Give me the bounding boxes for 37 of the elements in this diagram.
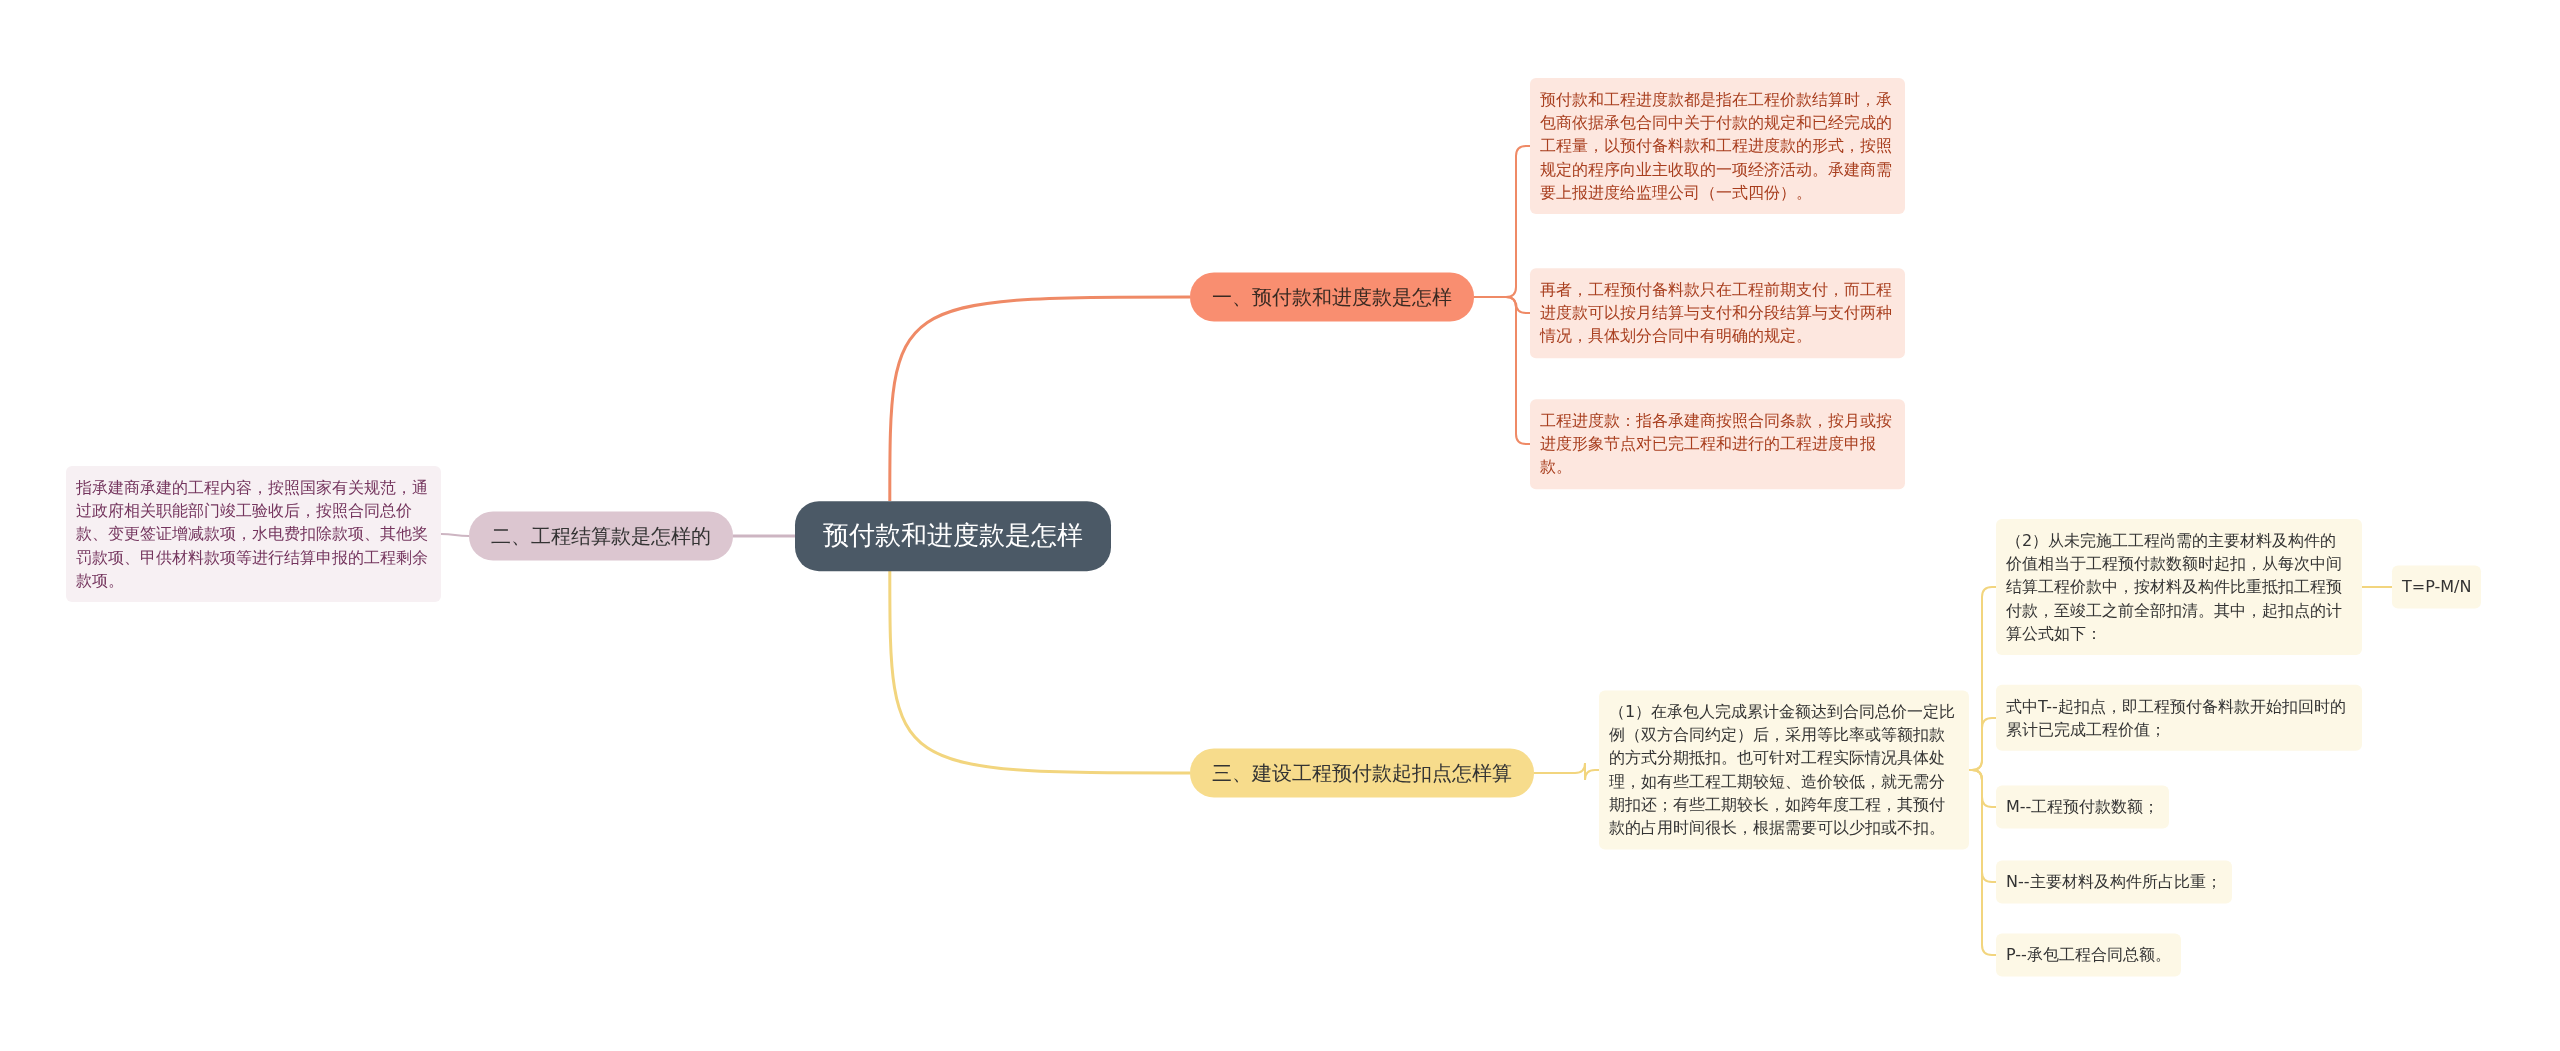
node-text: 指承建商承建的工程内容，按照国家有关规范，通过政府相关职能部门竣工验收后，按照合同总价款、变更签证增减款项，水电费扣除款项、其他奖罚款项、甲供材料款项等进行结算申报的工程剩余款项。 (76, 478, 428, 590)
note-card (1599, 690, 1969, 850)
node-text: T=P-M/N (2402, 577, 2472, 597)
node-text: 预付款和工程进度款都是指在工程价款结算时，承包商依据承包合同中关于付款的规定和已经完成的工程量，以预付备料款和工程进度款的形式，按照规定的程序向业主收取的一项经济活动。承建商需要上报进度给监理公司（一式四份）。 (1540, 90, 1892, 202)
node-text: 预付款和进度款是怎样 (823, 520, 1083, 551)
note-card (1996, 684, 2362, 752)
note-card (1996, 860, 2232, 904)
branch-topic (1190, 748, 1534, 798)
connector-line (2361, 586, 2393, 588)
connector-line (440, 533, 470, 537)
node-text: （1）在承包人完成累计金额达到合同总价一定比例（双方合同约定）后，采用等比率或等额扣款的方式分期抵扣。也可针对工程实际情况具体处理，如有些工程工期较短、造价较低，就无需分期扣还；有些工期较长，如跨年度工程，其预付款的占用时间很长，根据需要可以少扣或不扣。 (1609, 702, 1956, 838)
connector-line (1473, 296, 1531, 445)
branch-topic (1190, 272, 1474, 322)
node-text: （2）从未完施工工程尚需的主要材料及构件的价值相当于工程预付款数额时起扣，从每次中间结算工程价款中，按材料及构件比重抵扣工程预付款，至竣工之前全部扣清。其中，起扣点的计算公式如下： (2006, 531, 2342, 643)
note-card (1530, 399, 1905, 489)
note-card (1996, 519, 2362, 655)
central-topic (795, 501, 1111, 571)
node-text: 一、预付款和进度款是怎样 (1212, 284, 1452, 309)
node-text: 三、建设工程预付款起扣点怎样算 (1212, 760, 1512, 785)
note-card (1996, 933, 2181, 977)
note-card (1530, 268, 1905, 358)
node-text: M--工程预付款数额； (2006, 797, 2160, 817)
connector-line (888, 295, 1190, 501)
node-text: 式中T--起扣点，即工程预付备料款开始扣回时的累计已完成工程价值； (2006, 696, 2346, 739)
connector-line (1533, 762, 1600, 781)
node-text: N--主要材料及构件所占比重； (2006, 872, 2222, 892)
note-card (1530, 78, 1905, 214)
note-card (2392, 565, 2482, 609)
node-text: 再者，工程预付备料款只在工程前期支付，而工程进度款可以按月结算与支付和分段结算与支付两种情况，具体划分合同中有明确的规定。 (1540, 280, 1892, 346)
node-text: 二、工程结算款是怎样的 (491, 523, 711, 548)
node-text: P--承包工程合同总额。 (2006, 945, 2171, 965)
note-card (66, 466, 441, 602)
connector-line (888, 571, 1190, 775)
note-card (1996, 785, 2170, 829)
connector-line (733, 534, 795, 538)
branch-topic (469, 511, 733, 561)
node-text: 工程进度款：指各承建商按照合同条款，按月或按进度形象节点对已完工程和进行的工程进度申报款。 (1540, 411, 1892, 477)
